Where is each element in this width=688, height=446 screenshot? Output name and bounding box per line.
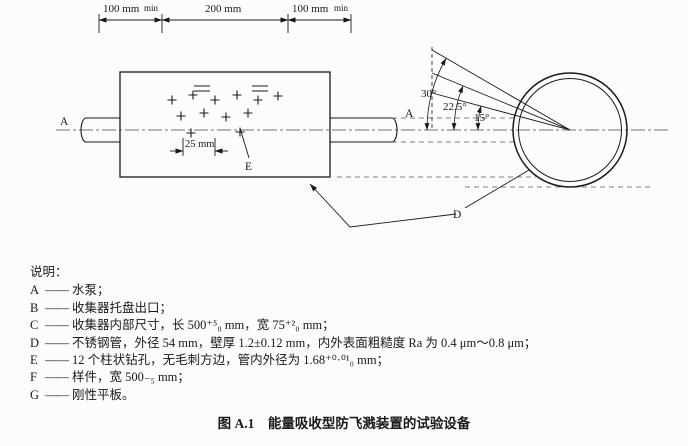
legend-dash: —— <box>45 335 69 350</box>
dim-right-min-label: min <box>334 3 349 13</box>
pipe <box>80 117 398 143</box>
holes-leader-line <box>239 127 250 159</box>
legend-text: 收集器内部尺寸，长 500⁺⁵₀ mm，宽 75⁺²₀ mm； <box>72 318 335 333</box>
equal-spacing-marks <box>194 85 268 92</box>
legend-dash: —— <box>45 318 69 333</box>
projection-lines <box>337 117 650 188</box>
legend-key: E <box>30 353 38 368</box>
legend-key: A <box>30 283 40 298</box>
legend-key: G <box>30 387 40 402</box>
hole-pitch-dimension <box>170 138 228 156</box>
legend-dash: —— <box>45 387 69 402</box>
legend-key: F <box>30 370 37 385</box>
tube-leader-arrow <box>309 183 457 228</box>
tube-cross-section <box>512 72 628 188</box>
collector-box <box>119 71 331 178</box>
legend-text: 不锈钢管，外径 54 mm，壁厚 1.2±0.12 mm，内外表面粗糙度 Ra … <box>72 335 537 350</box>
legend-title: 说明： <box>30 265 68 279</box>
legend-item-d: D —— 不锈钢管，外径 54 mm，壁厚 1.2±0.12 mm，内外表面粗糙… <box>30 335 670 352</box>
pipe-right-cap <box>391 117 398 143</box>
legend-item-c: C —— 收集器内部尺寸，长 500⁺⁵₀ mm，宽 75⁺²₀ mm； <box>30 317 670 334</box>
test-apparatus-diagram: 100 mm min 200 mm 100 mm min 25 mm E A A <box>56 3 668 228</box>
figure-caption: 图 A.1 能量吸收型防飞溅装置的试验设备 <box>217 416 471 431</box>
legend-item-f: F —— 样件，宽 500₋₅ mm； <box>30 369 670 386</box>
dim-left-label: 100 mm <box>103 3 140 15</box>
legend-item-g: G —— 刚性平板。 <box>30 387 670 404</box>
axis-label-right: A <box>405 108 414 120</box>
angle-225-label: 22.5° <box>443 101 467 113</box>
legend-dash: —— <box>45 283 69 298</box>
legend-key: D <box>30 335 40 350</box>
legend-text: 12 个柱状钻孔，无毛刺方边，管内外径为 1.68⁺⁰·⁰¹₀ mm； <box>72 353 390 368</box>
legend-item-b: B —— 收集器托盘出口； <box>30 300 670 317</box>
angle-arcs <box>424 58 482 131</box>
angle-15-label: 15° <box>474 112 489 124</box>
legend-dash: —— <box>45 353 69 368</box>
figure-area: 100 mm min 200 mm 100 mm min 25 mm E A A <box>56 3 668 228</box>
dim-left-min-label: min <box>144 3 159 13</box>
legend: 说明： A —— 水泵； B —— 收集器托盘出口； C —— 收集器内部尺寸，… <box>30 264 670 404</box>
legend-dash: —— <box>45 370 69 385</box>
top-dimension <box>98 14 352 33</box>
legend-text: 刚性平板。 <box>72 387 135 402</box>
hole-pitch-label: 25 mm <box>185 139 214 150</box>
legend-item-e: E —— 12 个柱状钻孔，无毛刺方边，管内外径为 1.68⁺⁰·⁰¹₀ mm； <box>30 352 670 369</box>
pipe-left-cap <box>80 117 87 143</box>
tube-leader-line <box>464 169 530 209</box>
drill-holes <box>167 90 283 138</box>
holes-label: E <box>245 161 252 173</box>
legend-key: C <box>30 318 39 333</box>
angle-30-label: 30° <box>421 88 436 100</box>
legend-dash: —— <box>45 300 69 315</box>
dim-mid-label: 200 mm <box>205 3 242 15</box>
dim-right-label: 100 mm <box>292 3 329 15</box>
angle-lines <box>431 47 571 131</box>
legend-text: 收集器托盘出口； <box>72 300 173 315</box>
tube-label: D <box>453 209 461 221</box>
axis-label-left: A <box>60 116 69 128</box>
legend-item-a: A —— 水泵； <box>30 282 670 299</box>
legend-text: 水泵； <box>72 283 110 298</box>
legend-key: B <box>30 300 39 315</box>
legend-text: 样件，宽 500₋₅ mm； <box>72 370 190 385</box>
